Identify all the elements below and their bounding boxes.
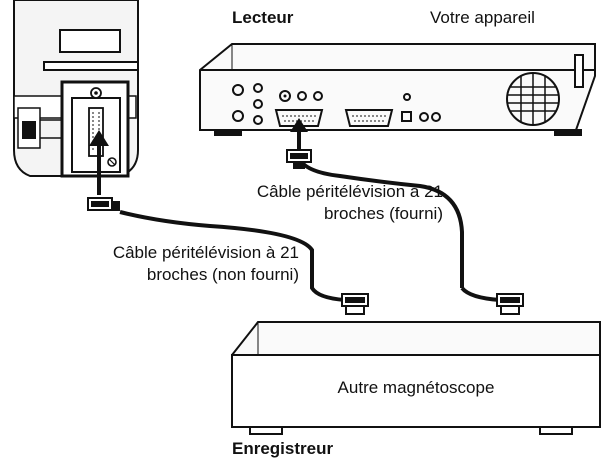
- scart-plug-tv: [87, 197, 120, 211]
- cable-supplied-label-line1: Câble péritélévision à 21: [256, 182, 443, 201]
- scart-cable-not-supplied: [119, 210, 346, 302]
- recorder-unit: [231, 321, 601, 435]
- scart-plug-player: [286, 149, 312, 169]
- scart-cable-supplied: [297, 157, 501, 302]
- player-label: Lecteur: [232, 8, 294, 27]
- player-unit: [199, 43, 596, 136]
- scart-plug-recorder-left: [341, 293, 369, 315]
- cable-supplied-label-line2: broches (fourni): [323, 204, 443, 223]
- recorder-label: Enregistreur: [232, 439, 334, 458]
- cable-not-supplied-label-line1: Câble péritélévision à 21: [112, 243, 299, 262]
- television-back: [13, 0, 139, 178]
- your-device-label: Votre appareil: [430, 8, 535, 27]
- other-vcr-label: Autre magnétoscope: [337, 378, 495, 397]
- cable-not-supplied-label-line2: broches (non fourni): [146, 265, 299, 284]
- scart-plug-recorder-right: [496, 293, 524, 315]
- tv-connection-arrow: [89, 130, 109, 195]
